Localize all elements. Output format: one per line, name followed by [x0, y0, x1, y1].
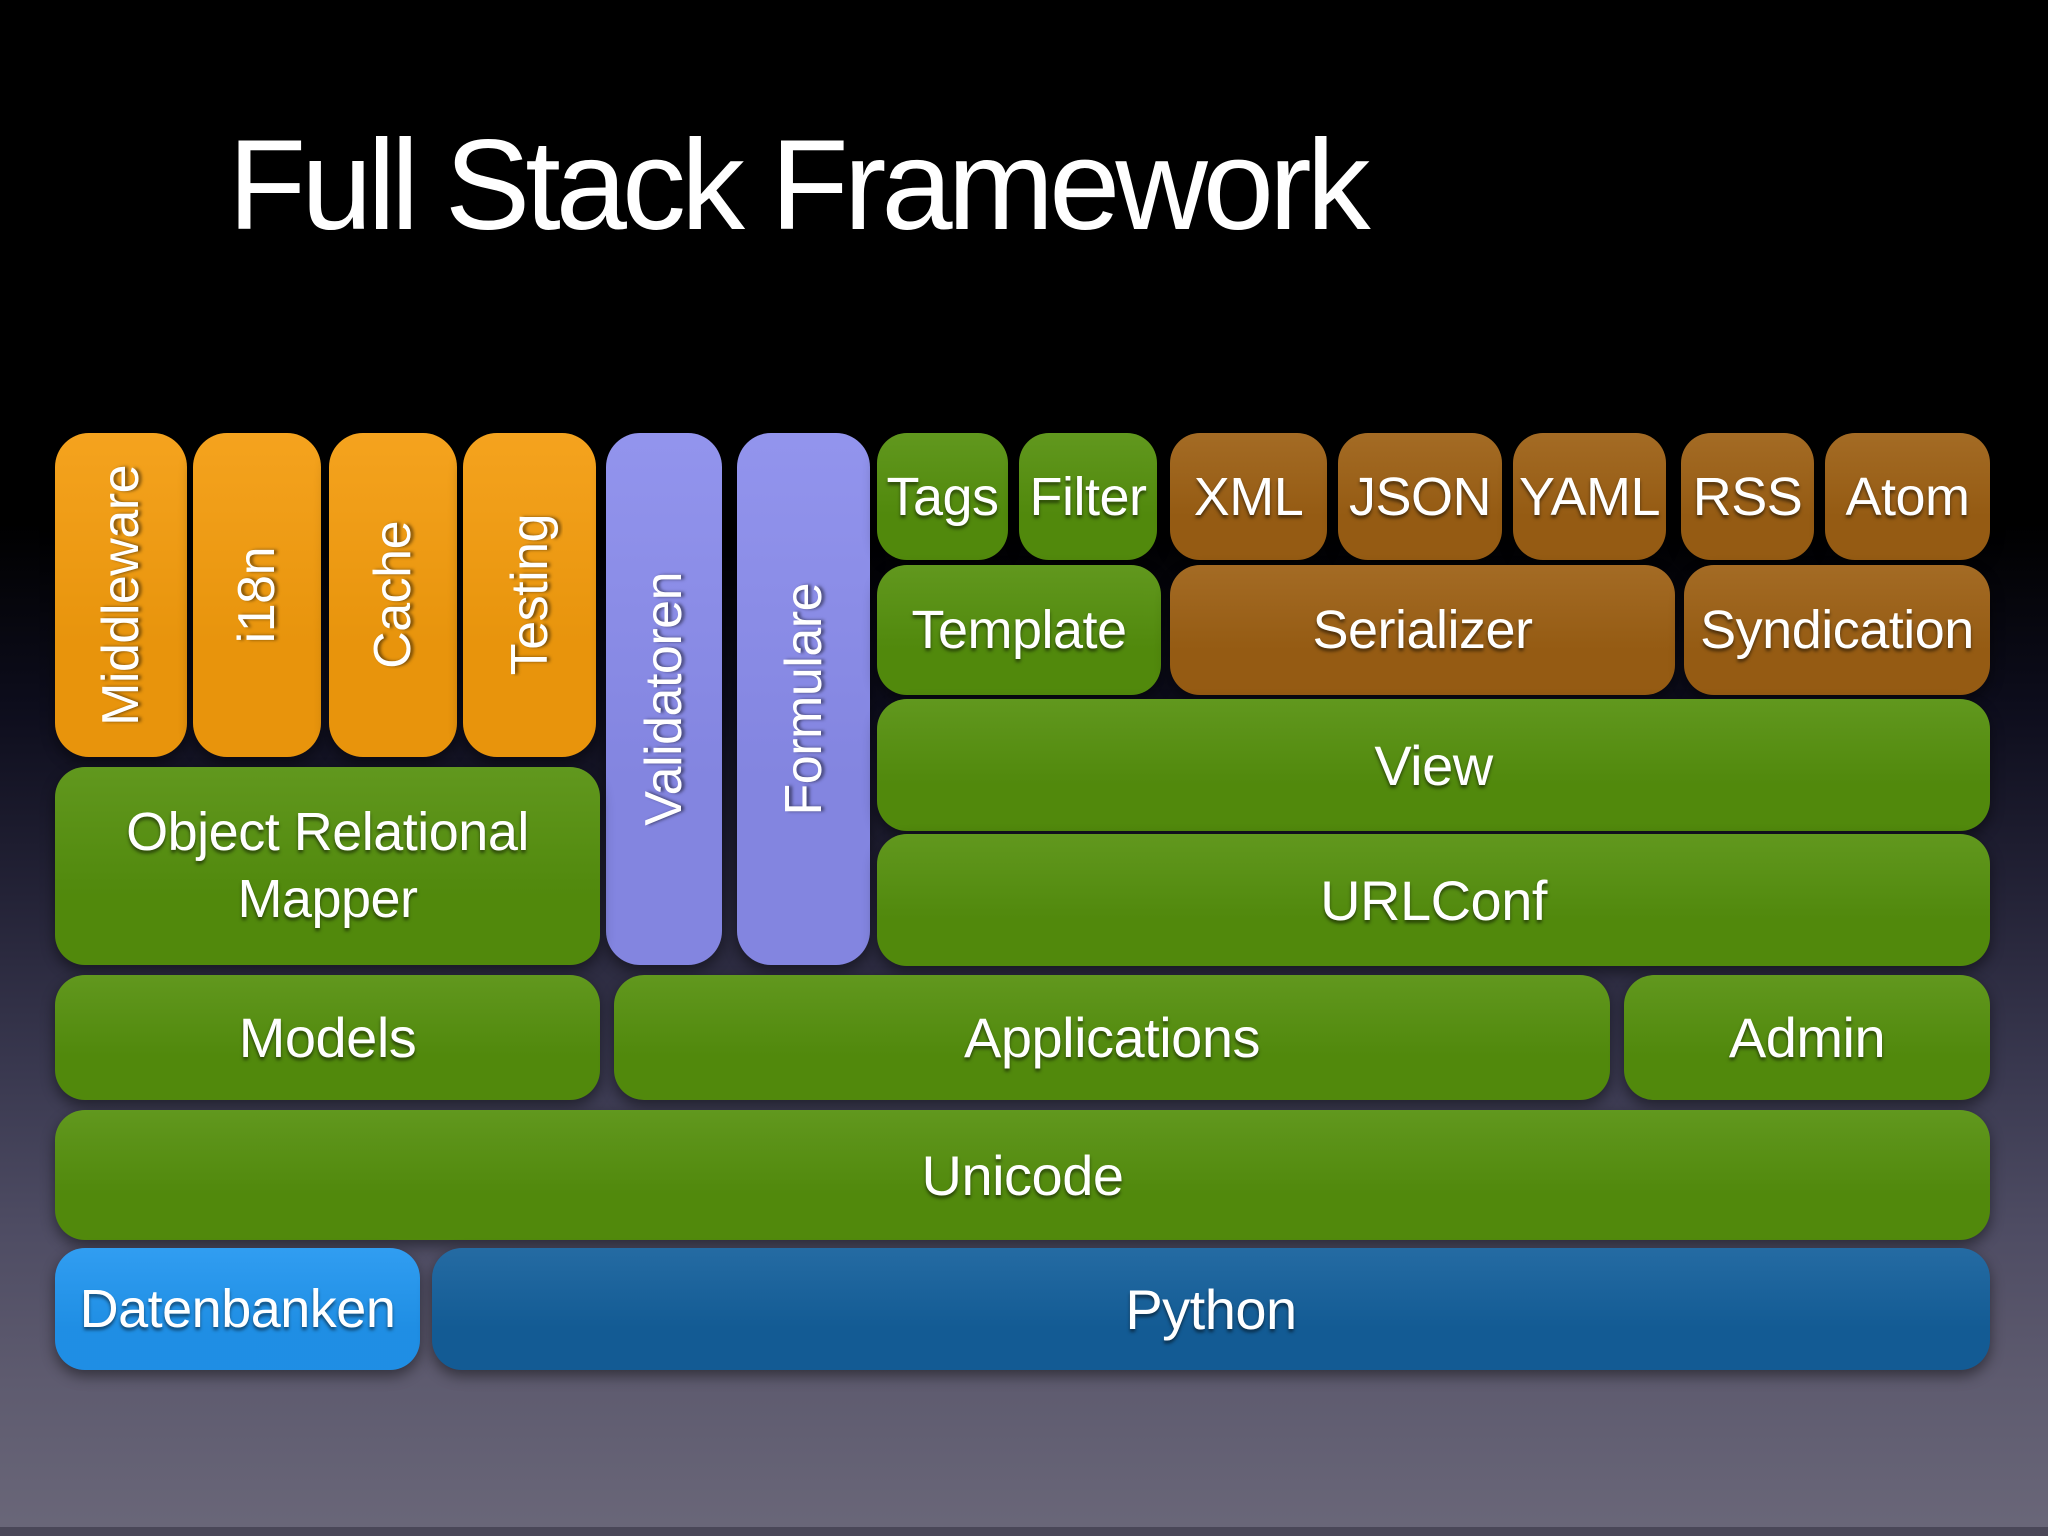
- box-models: Models: [55, 975, 600, 1100]
- box-urlconf: URLConf: [877, 834, 1990, 966]
- box-datenbanken: Datenbanken: [55, 1248, 420, 1370]
- box-cache: Cache: [329, 433, 457, 757]
- box-yaml: YAML: [1513, 433, 1666, 560]
- box-serializer: Serializer: [1170, 565, 1675, 695]
- box-xml: XML: [1170, 433, 1327, 560]
- box-tags: Tags: [877, 433, 1008, 560]
- box-applications: Applications: [614, 975, 1610, 1100]
- box-middleware: Middleware: [55, 433, 187, 757]
- box-python: Python: [432, 1248, 1990, 1370]
- box-rss: RSS: [1681, 433, 1814, 560]
- box-filter: Filter: [1019, 433, 1157, 560]
- box-unicode: Unicode: [55, 1110, 1990, 1240]
- box-formulare: Formulare: [737, 433, 870, 965]
- box-middleware-label: Middleware: [92, 464, 150, 726]
- box-cache-label: Cache: [364, 521, 422, 669]
- box-view: View: [877, 699, 1990, 831]
- box-atom: Atom: [1825, 433, 1990, 560]
- box-template: Template: [877, 565, 1161, 695]
- slide-title: Full Stack Framework: [228, 114, 1371, 257]
- box-testing-label: Testing: [500, 514, 559, 676]
- box-json: JSON: [1338, 433, 1502, 560]
- box-i18n: i18n: [193, 433, 321, 757]
- box-validatoren-label: Validatoren: [635, 572, 693, 826]
- box-object-relational-mapper: Object Relational Mapper: [55, 767, 600, 965]
- box-i18n-label: i18n: [228, 546, 286, 644]
- box-syndication: Syndication: [1684, 565, 1990, 695]
- box-testing: Testing: [463, 433, 596, 757]
- box-formulare-label: Formulare: [774, 582, 833, 816]
- box-validatoren: Validatoren: [606, 433, 722, 965]
- box-admin: Admin: [1624, 975, 1990, 1100]
